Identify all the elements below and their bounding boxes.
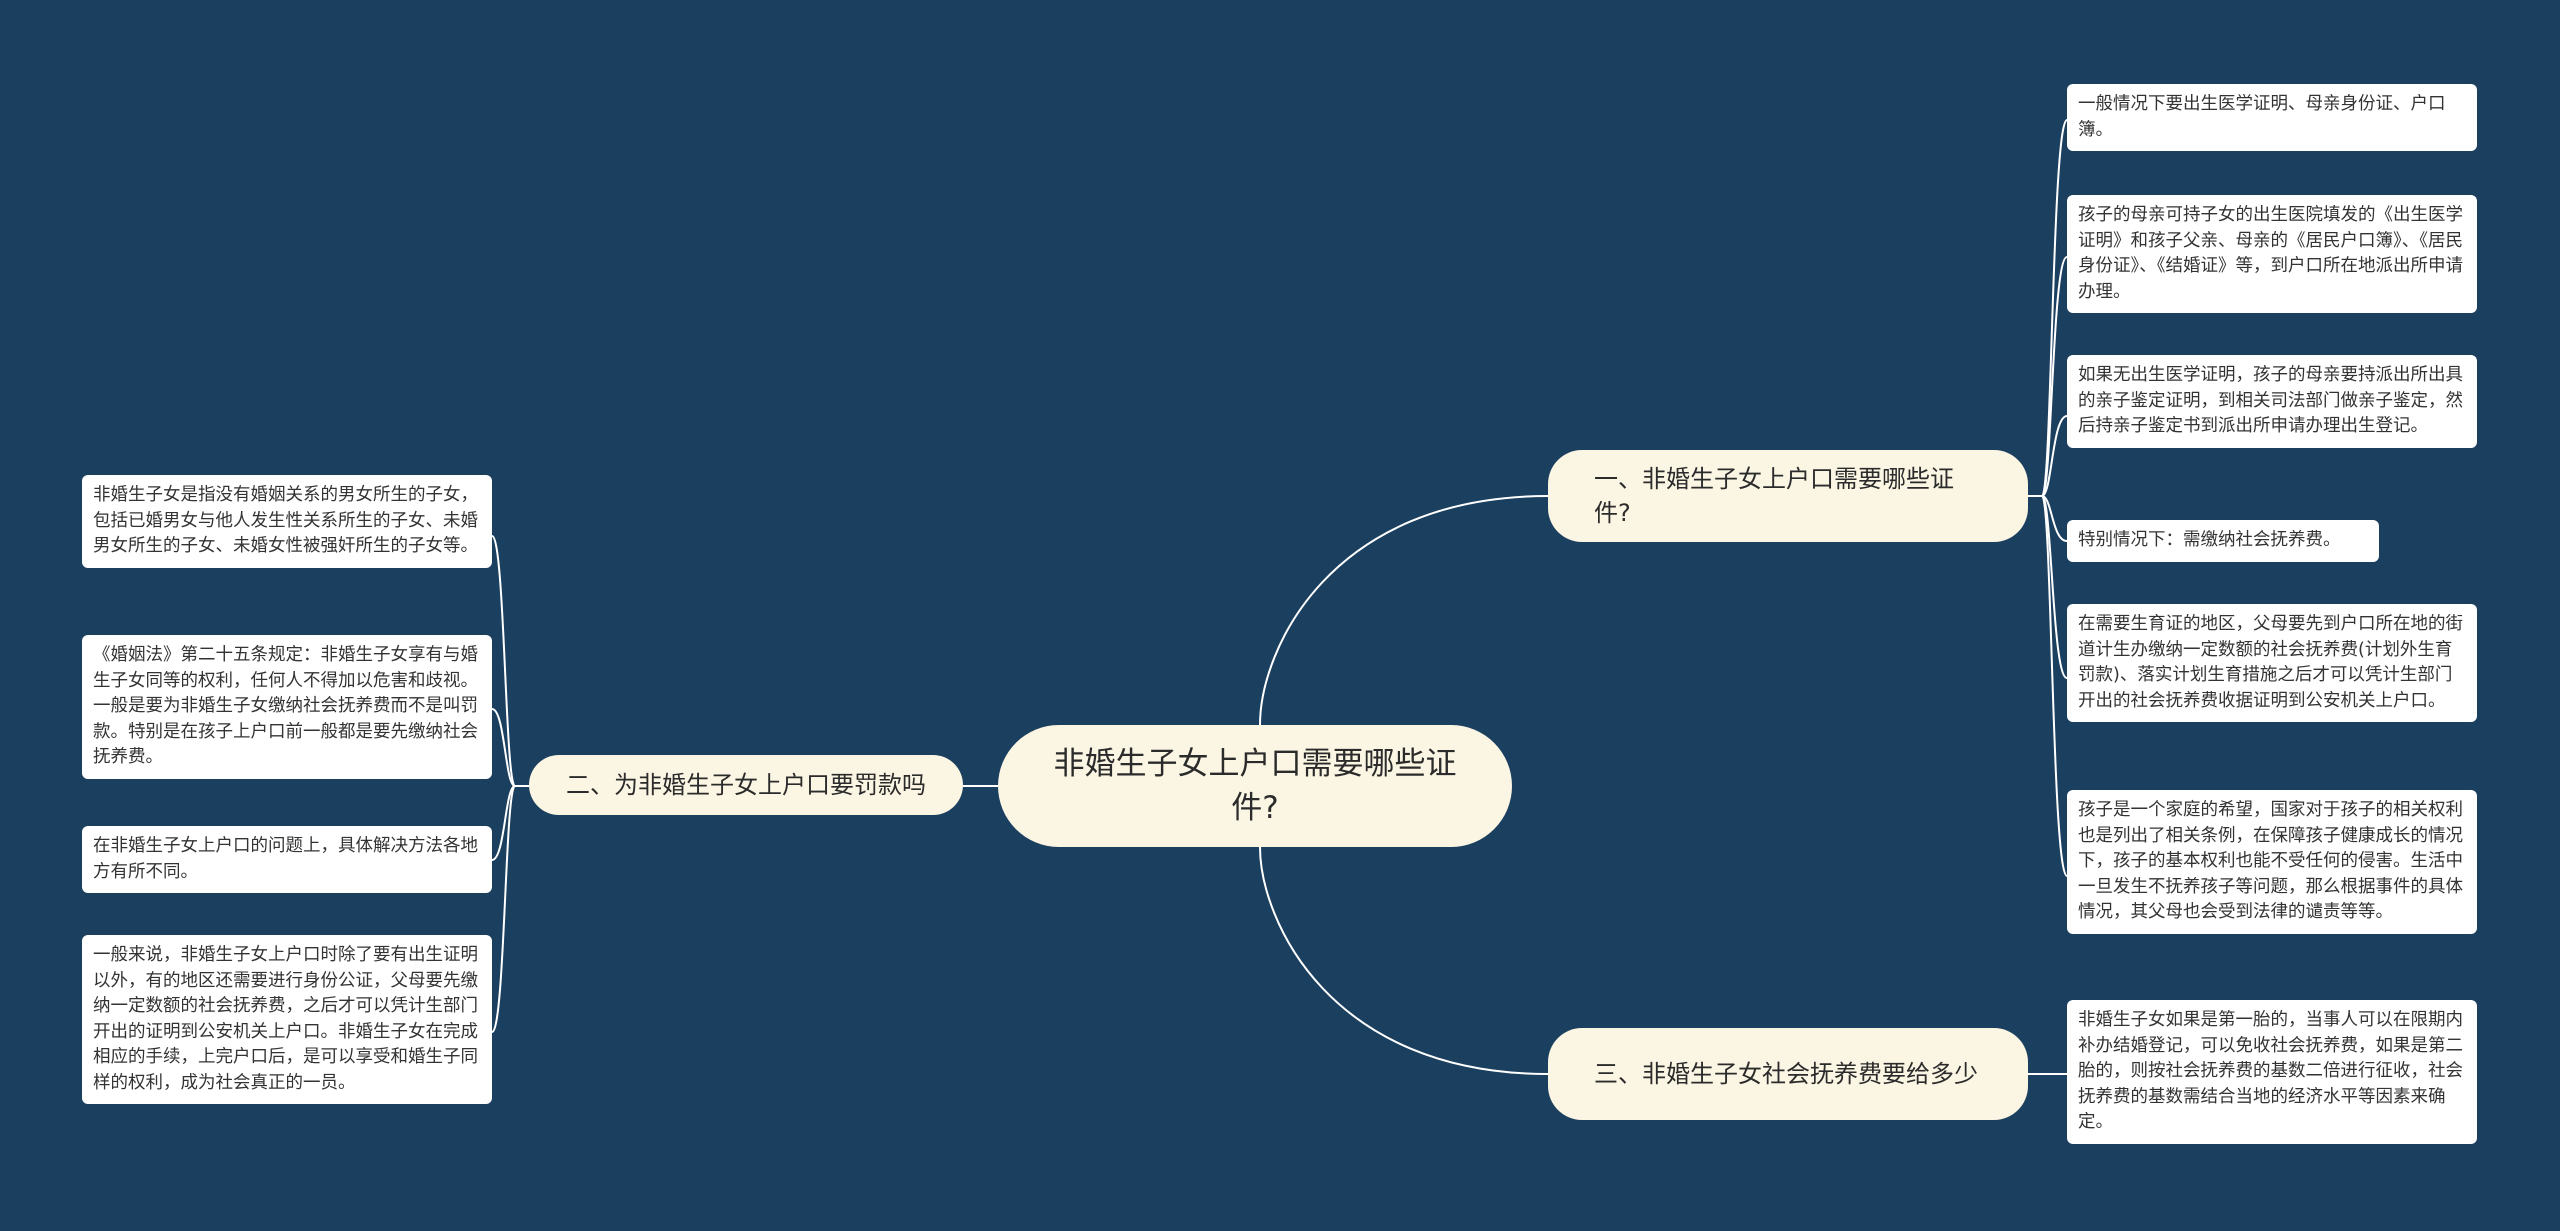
leaf-node[interactable]: 一般来说，非婚生子女上户口时除了要有出生证明以外，有的地区还需要进行身份公证，父… xyxy=(82,935,492,1104)
connector-b2-leaf0 xyxy=(491,535,529,787)
connector-root-b1 xyxy=(1259,495,1549,726)
leaf-node[interactable]: 如果无出生医学证明，孩子的母亲要持派出所出具的亲子鉴定证明，到相关司法部门做亲子… xyxy=(2067,355,2477,448)
leaf-text: 一般情况下要出生医学证明、母亲身份证、户口簿。 xyxy=(2078,94,2446,140)
leaf-text: 孩子的母亲可持子女的出生医院填发的《出生医学证明》和孩子父亲、母亲的《居民户口簿… xyxy=(2078,205,2463,302)
leaf-text: 在需要生育证的地区，父母要先到户口所在地的街道计生办缴纳一定数额的社会抚养费(计… xyxy=(2078,614,2463,711)
leaf-node[interactable]: 非婚生子女如果是第一胎的，当事人可以在限期内补办结婚登记，可以免收社会抚养费，如… xyxy=(2067,1000,2477,1144)
connector-root-b3 xyxy=(1259,846,1549,1075)
connector-b1-leaf4 xyxy=(2028,495,2068,679)
leaf-text: 非婚生子女如果是第一胎的，当事人可以在限期内补办结婚登记，可以免收社会抚养费，如… xyxy=(2078,1010,2463,1132)
leaf-text: 《婚姻法》第二十五条规定：非婚生子女享有与婚生子女同等的权利，任何人不得加以危害… xyxy=(93,645,478,767)
leaf-text: 在非婚生子女上户口的问题上，具体解决方法各地方有所不同。 xyxy=(93,836,478,882)
leaf-node[interactable]: 一般情况下要出生医学证明、母亲身份证、户口簿。 xyxy=(2067,84,2477,151)
leaf-text: 非婚生子女是指没有婚姻关系的男女所生的子女，包括已婚男女与他人发生性关系所生的子… xyxy=(93,485,478,556)
leaf-text: 一般来说，非婚生子女上户口时除了要有出生证明以外，有的地区还需要进行身份公证，父… xyxy=(93,945,478,1093)
branch-1[interactable]: 一、非婚生子女上户口需要哪些证件? xyxy=(1548,450,2028,542)
connector-b2-leaf2 xyxy=(491,785,529,861)
leaf-node[interactable]: 非婚生子女是指没有婚姻关系的男女所生的子女，包括已婚男女与他人发生性关系所生的子… xyxy=(82,475,492,568)
leaf-node[interactable]: 在需要生育证的地区，父母要先到户口所在地的街道计生办缴纳一定数额的社会抚养费(计… xyxy=(2067,604,2477,722)
connector-b1-leaf5 xyxy=(2028,495,2068,877)
leaf-node[interactable]: 在非婚生子女上户口的问题上，具体解决方法各地方有所不同。 xyxy=(82,826,492,893)
leaf-node[interactable]: 《婚姻法》第二十五条规定：非婚生子女享有与婚生子女同等的权利，任何人不得加以危害… xyxy=(82,635,492,779)
leaf-text: 如果无出生医学证明，孩子的母亲要持派出所出具的亲子鉴定证明，到相关司法部门做亲子… xyxy=(2078,365,2463,436)
leaf-node[interactable]: 孩子的母亲可持子女的出生医院填发的《出生医学证明》和孩子父亲、母亲的《居民户口簿… xyxy=(2067,195,2477,313)
connector-b1-leaf0 xyxy=(2028,119,2068,497)
connector-b1-leaf1 xyxy=(2028,256,2068,497)
leaf-text: 特别情况下：需缴纳社会抚养费。 xyxy=(2078,530,2341,550)
leaf-text: 孩子是一个家庭的希望，国家对于孩子的相关权利也是列出了相关条例，在保障孩子健康成… xyxy=(2078,800,2463,922)
leaf-node[interactable]: 特别情况下：需缴纳社会抚养费。 xyxy=(2067,520,2379,562)
leaf-node[interactable]: 孩子是一个家庭的希望，国家对于孩子的相关权利也是列出了相关条例，在保障孩子健康成… xyxy=(2067,790,2477,934)
connector-b2-leaf3 xyxy=(491,785,529,1033)
branch-3[interactable]: 三、非婚生子女社会抚养费要给多少 xyxy=(1548,1028,2028,1120)
branch-3-text: 三、非婚生子女社会抚养费要给多少 xyxy=(1594,1060,1978,1088)
branch-2-text: 二、为非婚生子女上户口要罚款吗 xyxy=(566,771,926,799)
branch-1-text: 一、非婚生子女上户口需要哪些证件? xyxy=(1594,465,1954,527)
root-node[interactable]: 非婚生子女上户口需要哪些证件? xyxy=(998,725,1512,847)
branch-2[interactable]: 二、为非婚生子女上户口要罚款吗 xyxy=(529,755,963,815)
connector-b2-leaf1 xyxy=(491,708,529,787)
root-text: 非婚生子女上户口需要哪些证件? xyxy=(1053,746,1457,826)
